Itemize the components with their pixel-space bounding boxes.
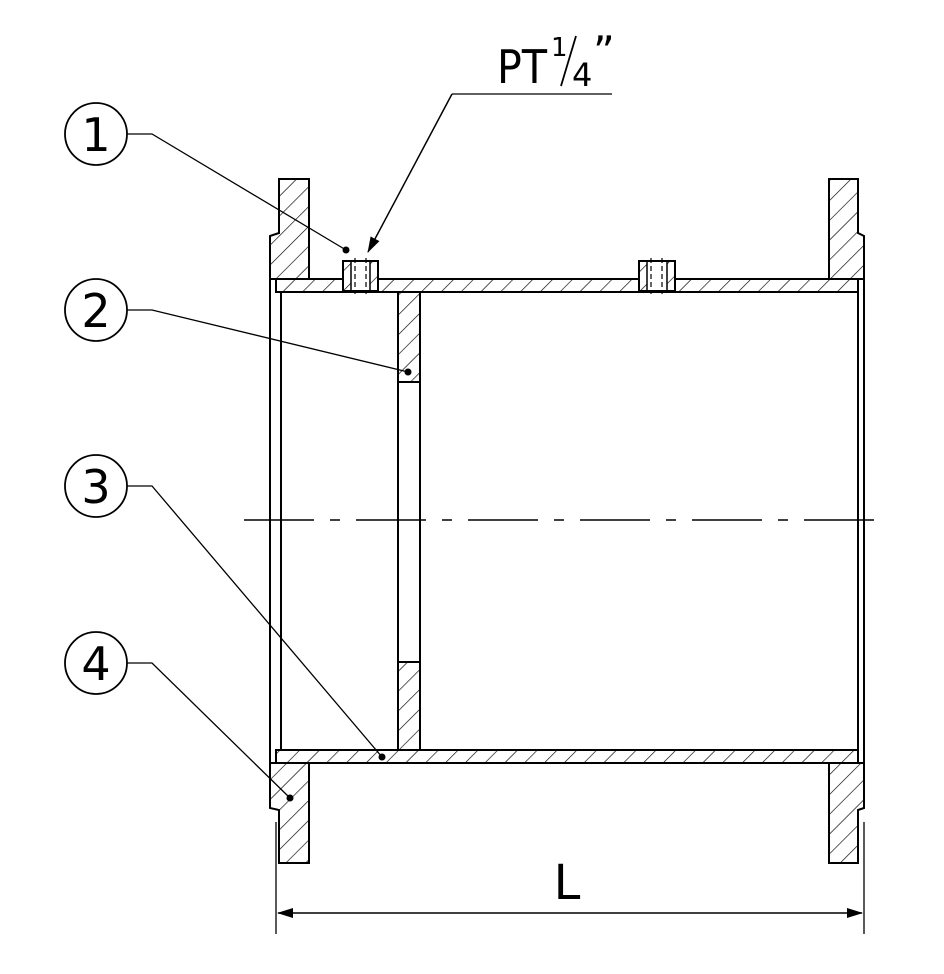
dimension-l: L (275, 822, 865, 934)
thread-prefix: PT (497, 40, 548, 94)
pipe-body (269, 278, 865, 764)
leader-4 (127, 662, 291, 799)
dimension-label: L (554, 855, 581, 911)
balloon-2: 2 (64, 278, 128, 342)
bottom-wall (275, 749, 859, 764)
balloon-label: 3 (81, 460, 110, 514)
leader-1 (127, 133, 347, 251)
balloon-label: 4 (81, 637, 110, 691)
leader-3 (127, 485, 383, 758)
balloon-1: 1 (64, 102, 128, 166)
leaders (127, 133, 409, 799)
leader-2 (127, 309, 409, 373)
balloon-3: 3 (64, 454, 128, 518)
right-flange (828, 178, 865, 864)
balloon-4: 4 (64, 631, 128, 695)
threaded-port-right (638, 258, 676, 294)
fraction-bar (560, 35, 577, 87)
balloon-label: 2 (81, 284, 110, 338)
inner-ring (397, 291, 421, 751)
leader-dots (286, 246, 412, 802)
fraction-denominator: 4 (572, 56, 592, 94)
thread-callout: PT 1 4 ” (367, 27, 615, 253)
inch-mark: ” (593, 27, 615, 76)
balloon-label: 1 (81, 108, 110, 162)
threaded-port-left (342, 258, 379, 294)
fraction-numerator: 1 (551, 33, 568, 63)
